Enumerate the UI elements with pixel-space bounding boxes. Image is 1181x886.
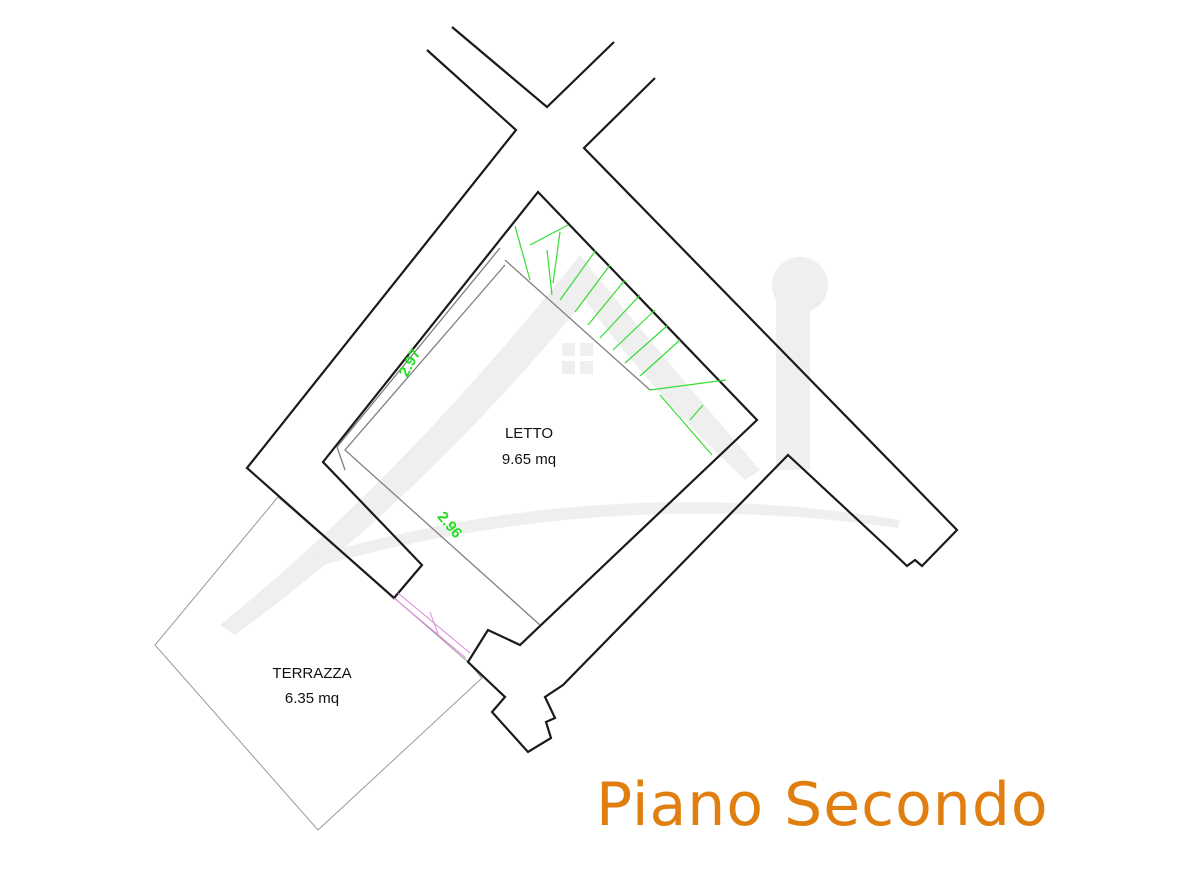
room-name-letto: LETTO <box>505 425 553 442</box>
floor-title: Piano Secondo <box>596 770 1049 840</box>
room-area-terrazza: 6.35 mq <box>285 690 339 707</box>
room-name-terrazza: TERRAZZA <box>272 665 351 682</box>
letto-inner-outline <box>336 247 651 626</box>
corridor-walls <box>245 26 959 754</box>
terrace-outline <box>154 496 483 831</box>
staircase <box>514 224 727 456</box>
room-area-letto: 9.65 mq <box>502 451 556 468</box>
terrace-door <box>393 592 471 659</box>
watermark-logo <box>220 255 900 635</box>
